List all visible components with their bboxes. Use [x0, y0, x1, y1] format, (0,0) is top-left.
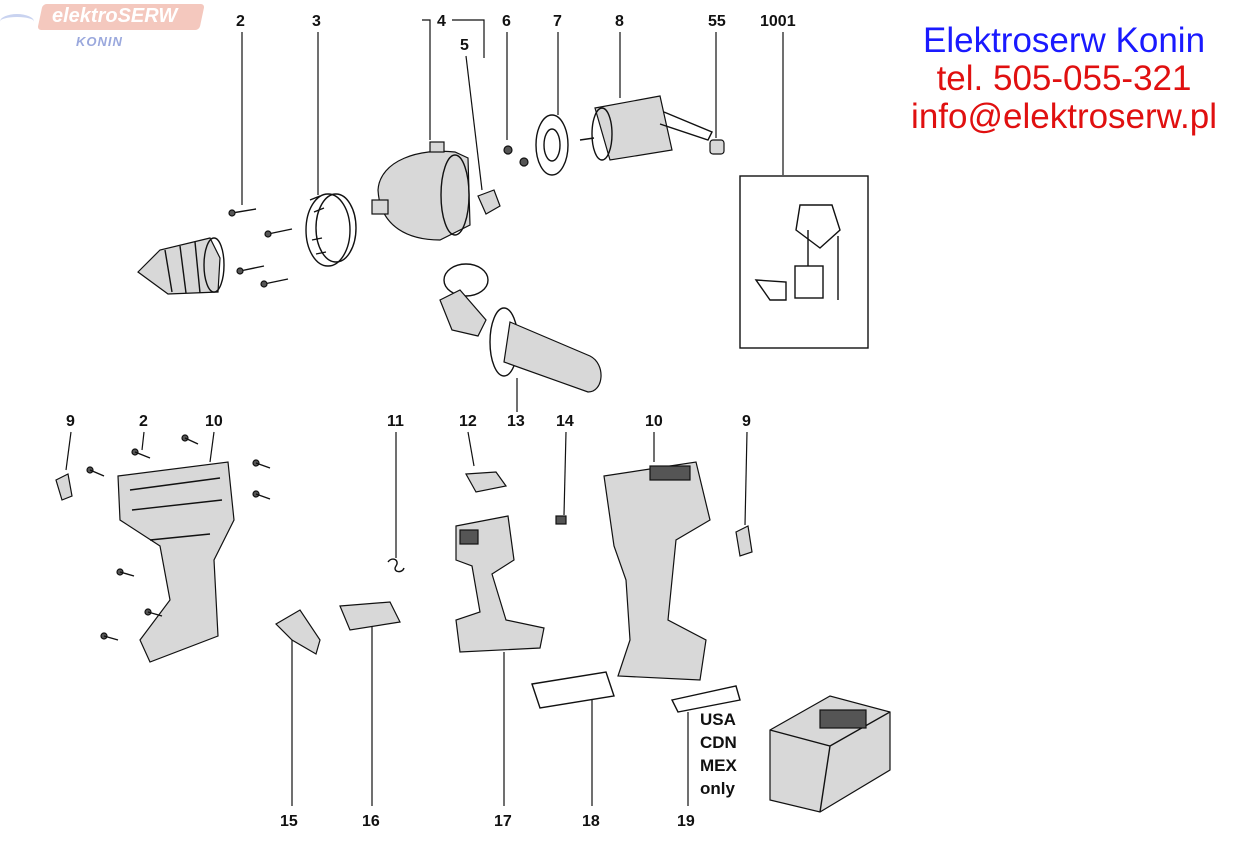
leader-line: [209, 431, 215, 463]
housing-cap: [735, 525, 753, 557]
part-label: 18: [582, 813, 600, 830]
contact-block: Elektroserw Konin tel. 505-055-321 info@…: [911, 22, 1217, 136]
gearbox-assembly: [371, 141, 471, 241]
label-strip: [670, 685, 741, 713]
leader-line: [744, 431, 748, 526]
screw: [264, 228, 293, 238]
region-note-line: USA: [700, 710, 736, 729]
logo-city: KONIN: [76, 34, 123, 49]
region-note: USA CDN MEX only: [700, 708, 737, 800]
spring: [387, 558, 405, 573]
part-label: 55: [708, 13, 726, 30]
part-label: 8: [615, 13, 624, 30]
motor-plate: [535, 114, 569, 176]
part-label: 10: [205, 413, 223, 430]
screw: [181, 434, 199, 445]
part-label: 16: [362, 813, 380, 830]
leader-line: [563, 431, 567, 516]
leader-line: [422, 19, 431, 140]
screw: [503, 145, 513, 155]
trigger-switch: [455, 515, 545, 653]
logo-swoosh: [0, 14, 34, 29]
part-label: 7: [553, 13, 562, 30]
screw: [260, 278, 289, 288]
battery-pack: [769, 695, 891, 813]
part-label: 9: [66, 413, 75, 430]
part-label: 4: [437, 13, 446, 30]
motor: [579, 95, 713, 161]
housing-cap: [55, 473, 73, 501]
screw: [228, 208, 257, 217]
clutch-ring: [305, 193, 357, 267]
part-label: 9: [742, 413, 751, 430]
contact-phone: tel. 505-055-321: [936, 59, 1192, 98]
small-clip: [555, 515, 567, 525]
screw: [116, 568, 135, 577]
part-label: 10: [645, 413, 663, 430]
screw: [236, 265, 265, 275]
switch-bracket: [339, 601, 401, 631]
part-label: 15: [280, 813, 298, 830]
screw: [252, 490, 271, 500]
screw: [519, 157, 529, 167]
leader-line: [465, 55, 483, 191]
screw: [144, 608, 163, 617]
gear-selector: [477, 189, 501, 215]
part-label: 14: [556, 413, 574, 430]
motor-bushing: [709, 139, 725, 155]
part-label: 11: [387, 413, 404, 430]
leader-line: [452, 19, 485, 58]
part-label: 17: [494, 813, 512, 830]
screw: [86, 466, 105, 477]
part-label: 5: [460, 37, 469, 54]
part-label: 13: [507, 413, 525, 430]
screw: [131, 448, 151, 459]
part-label: 6: [502, 13, 511, 30]
side-handle: [439, 263, 602, 393]
part-label: 2: [236, 13, 245, 30]
logo-brand: elektroSERW: [52, 5, 178, 27]
leader-line: [65, 431, 72, 471]
part-label: 3: [312, 13, 321, 30]
switch-detail-panel: [739, 175, 869, 349]
part-label: 12: [459, 413, 477, 430]
region-note-line: CDN: [700, 733, 737, 752]
housing-half-right: [603, 461, 711, 681]
contact-company: Elektroserw Konin: [922, 21, 1206, 60]
leader-line: [141, 431, 145, 451]
screw: [252, 459, 271, 469]
region-note-line: MEX: [700, 756, 737, 775]
drill-chuck: [137, 237, 225, 295]
leader-line: [467, 431, 475, 467]
housing-half-left: [117, 461, 235, 663]
region-note-line: only: [700, 779, 735, 798]
contact-email: info@elektroserw.pl: [911, 97, 1217, 136]
part-label: 2: [139, 413, 148, 430]
part-label: 1001: [760, 13, 796, 30]
screw: [100, 632, 119, 641]
switch-slider: [465, 471, 508, 493]
direction-switch: [275, 609, 321, 655]
label-sheet: [531, 671, 615, 709]
part-label: 19: [677, 813, 695, 830]
